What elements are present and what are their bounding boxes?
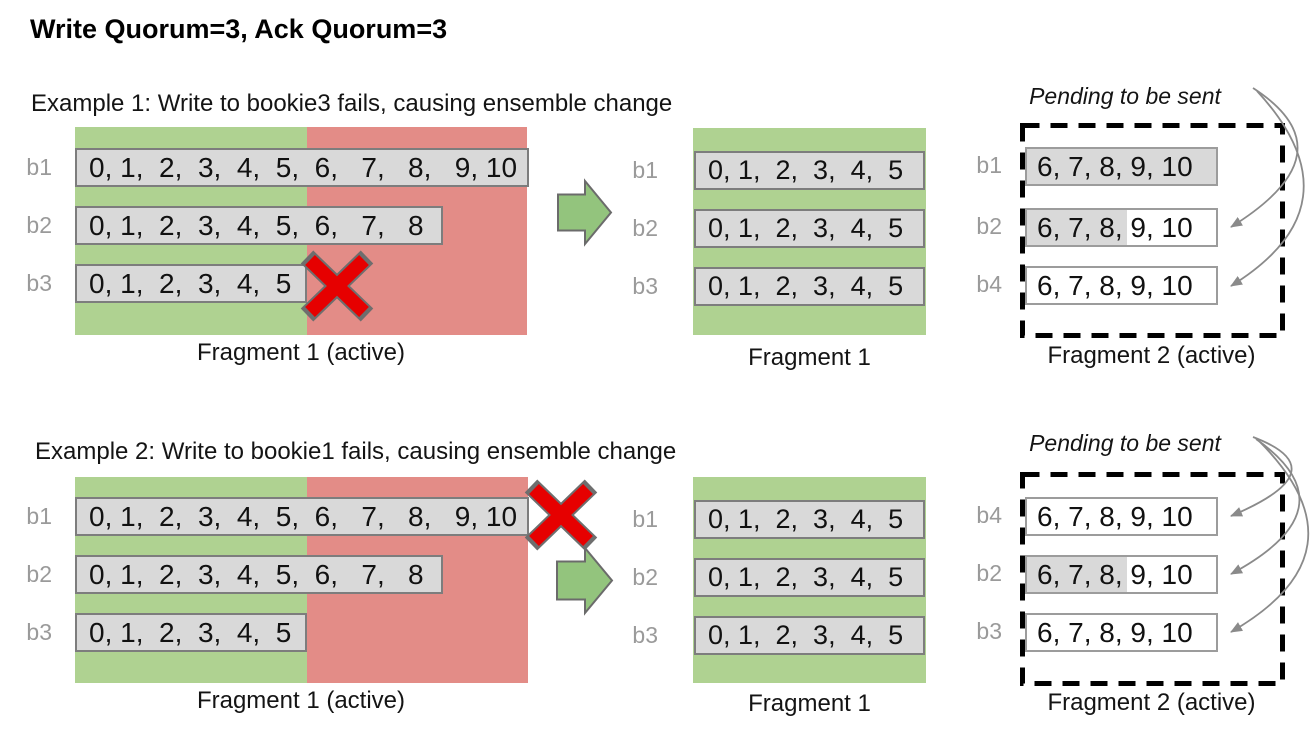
ex1-left-bookie-label-b2: b2 xyxy=(26,212,52,238)
page-title: Write Quorum=3, Ack Quorum=3 xyxy=(30,14,448,44)
ex1-fragment1-active-caption: Fragment 1 (active) xyxy=(196,339,406,366)
ex1-fragment2-caption: Fragment 2 (active) xyxy=(1047,342,1256,369)
ex1-mid-entries-b1: 0, 1, 2, 3, 4, 5 xyxy=(708,155,904,185)
ex2-left-bookie-label-b2: b2 xyxy=(26,561,52,587)
ex1-pending-bookie-label-b1: b1 xyxy=(976,152,1002,178)
ex1-left-entries-box-b3: 0, 1, 2, 3, 4, 5 xyxy=(75,264,307,303)
ex1-pending-to-be-sent-label: Pending to be sent xyxy=(1029,83,1221,109)
ex1-mid-bookie-label-b3: b3 xyxy=(632,273,658,299)
ex2-mid-entries-b3: 0, 1, 2, 3, 4, 5 xyxy=(708,620,904,650)
ex1-pending-entries-box-b1: 6, 7, 8, 9, 10 xyxy=(1025,147,1218,186)
ex2-pending-bookie-label-b3: b3 xyxy=(976,618,1002,644)
ex1-mid-entries-b3: 0, 1, 2, 3, 4, 5 xyxy=(708,271,904,301)
ex1-pending-bookie-label-b2: b2 xyxy=(976,213,1002,239)
ex2-left-entries-box-b1: 0, 1, 2, 3, 4, 5, 6, 7, 8, 9, 10 xyxy=(75,497,529,536)
ex2-mid-entries-box-b1: 0, 1, 2, 3, 4, 5 xyxy=(694,500,925,539)
example-2-label: Example 2: Write to bookie1 fails, causi… xyxy=(35,438,677,465)
ex1-pending-entries-b4: 6, 7, 8, 9, 10 xyxy=(1037,269,1193,301)
ex2-mid-bookie-label-b2: b2 xyxy=(632,564,658,590)
ex2-left-entries-b1: 0, 1, 2, 3, 4, 5, 6, 7, 8, 9, 10 xyxy=(89,500,518,532)
ex2-pending-entries-b4: 6, 7, 8, 9, 10 xyxy=(1037,500,1193,532)
ex1-pending-entries-box-b4: 6, 7, 8, 9, 10 xyxy=(1025,266,1218,305)
ex2-mid-entries-box-b3: 0, 1, 2, 3, 4, 5 xyxy=(694,616,925,655)
ex2-pending-entries-box-b3: 6, 7, 8, 9, 10 xyxy=(1025,613,1218,652)
ex1-pending-bookie-label-b4: b4 xyxy=(976,271,1002,297)
ex2-left-entries-box-b2: 0, 1, 2, 3, 4, 5, 6, 7, 8 xyxy=(75,555,443,594)
ex1-mid-entries-box-b2: 0, 1, 2, 3, 4, 5 xyxy=(694,209,925,248)
ex1-left-bookie-label-b3: b3 xyxy=(26,270,52,296)
ex2-write-failure-x-icon xyxy=(524,479,598,551)
ex2-left-entries-b3: 0, 1, 2, 3, 4, 5 xyxy=(89,616,292,648)
ex1-left-entries-b1: 0, 1, 2, 3, 4, 5, 6, 7, 8, 9, 10 xyxy=(89,151,518,183)
ex1-left-entries-b2: 0, 1, 2, 3, 4, 5, 6, 7, 8 xyxy=(89,209,424,241)
ex1-mid-entries-b2: 0, 1, 2, 3, 4, 5 xyxy=(708,213,904,243)
ex1-fragment1-caption: Fragment 1 xyxy=(748,344,871,371)
ex1-left-bookie-label-b1: b1 xyxy=(26,154,52,180)
ex1-mid-entries-box-b1: 0, 1, 2, 3, 4, 5 xyxy=(694,151,925,190)
ex2-fragment1-active-caption: Fragment 1 (active) xyxy=(196,687,406,714)
ex2-ensemble-change-arrow-icon xyxy=(556,545,614,616)
ex1-mid-bookie-label-b1: b1 xyxy=(632,157,658,183)
ex1-left-entries-b3: 0, 1, 2, 3, 4, 5 xyxy=(89,267,292,299)
ex2-pending-bookie-label-b2: b2 xyxy=(976,560,1002,586)
ex1-pending-entries-b1: 6, 7, 8, 9, 10 xyxy=(1037,150,1193,182)
ex2-left-entries-box-b3: 0, 1, 2, 3, 4, 5 xyxy=(75,613,307,652)
ex1-pending-arrow-to-b4 xyxy=(1230,90,1305,287)
ex2-mid-entries-box-b2: 0, 1, 2, 3, 4, 5 xyxy=(694,558,925,597)
ex2-mid-bookie-label-b3: b3 xyxy=(632,622,658,648)
ex2-mid-entries-b1: 0, 1, 2, 3, 4, 5 xyxy=(708,504,904,534)
ex2-mid-entries-b2: 0, 1, 2, 3, 4, 5 xyxy=(708,562,904,592)
ex2-pending-bookie-label-b4: b4 xyxy=(976,502,1002,528)
ex2-pending-arrow-to-b2 xyxy=(1230,438,1301,575)
ex2-pending-entries-box-b2: 6, 7, 8, 9, 10 xyxy=(1025,555,1218,594)
ex1-mid-bookie-label-b2: b2 xyxy=(632,215,658,241)
ex2-pending-to-be-sent-label: Pending to be sent xyxy=(1029,430,1221,456)
ex2-fragment2-caption: Fragment 2 (active) xyxy=(1047,689,1256,716)
ex2-left-bookie-label-b3: b3 xyxy=(26,619,52,645)
ex1-ensemble-change-arrow-icon xyxy=(557,178,613,247)
ex2-fragment1-caption: Fragment 1 xyxy=(748,690,871,717)
ex2-pending-entries-b3: 6, 7, 8, 9, 10 xyxy=(1037,616,1193,648)
ex1-left-entries-box-b2: 0, 1, 2, 3, 4, 5, 6, 7, 8 xyxy=(75,206,443,245)
ex2-pending-entries-box-b4: 6, 7, 8, 9, 10 xyxy=(1025,497,1218,536)
ex1-left-entries-box-b1: 0, 1, 2, 3, 4, 5, 6, 7, 8, 9, 10 xyxy=(75,148,529,187)
ex2-pending-entries-b2: 6, 7, 8, 9, 10 xyxy=(1037,558,1193,590)
ex1-mid-entries-box-b3: 0, 1, 2, 3, 4, 5 xyxy=(694,267,925,306)
example-1-label: Example 1: Write to bookie3 fails, causi… xyxy=(31,90,673,117)
ex2-left-entries-b2: 0, 1, 2, 3, 4, 5, 6, 7, 8 xyxy=(89,558,424,590)
ex1-pending-entries-box-b2: 6, 7, 8, 9, 10 xyxy=(1025,208,1218,247)
ex1-pending-entries-b2: 6, 7, 8, 9, 10 xyxy=(1037,211,1193,243)
ex2-mid-bookie-label-b1: b1 xyxy=(632,506,658,532)
ex2-left-bookie-label-b1: b1 xyxy=(26,503,52,529)
ex2-pending-arrow-to-b3 xyxy=(1230,440,1310,633)
